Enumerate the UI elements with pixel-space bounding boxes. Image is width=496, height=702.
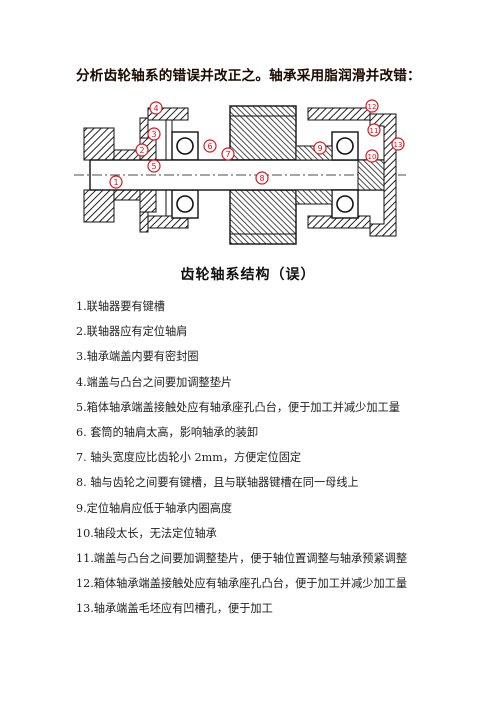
page-title: 分析齿轮轴系的错误并改正之。轴承采用脂润滑并改错： [76, 68, 421, 84]
marker-13: 13 [391, 137, 405, 151]
svg-text:8: 8 [259, 174, 264, 183]
list-item: 10.轴段太长，无法定位轴承 [76, 526, 217, 540]
marker-12: 12 [365, 99, 379, 113]
svg-text:9: 9 [317, 144, 322, 153]
svg-text:7: 7 [225, 150, 230, 159]
svg-text:11: 11 [370, 127, 379, 135]
list-item: 6. 套筒的轴肩太高，影响轴承的装卸 [76, 425, 259, 439]
marker-2: 2 [135, 143, 149, 157]
marker-5: 5 [147, 159, 161, 173]
list-item: 11.端盖与凸台之间要加调整垫片，便于轴位置调整与轴承预紧调整 [76, 551, 408, 565]
housing-right [307, 107, 371, 229]
shaft [74, 159, 406, 191]
error-list: 1.联轴器要有键槽 2.联轴器应有定位轴肩 3.轴承端盖内要有密封圈 4.端盖与… [76, 296, 407, 623]
svg-text:12: 12 [368, 103, 377, 111]
list-item: 7. 轴头宽度应比齿轮小 2mm，方便定位固定 [76, 451, 302, 465]
svg-text:2: 2 [139, 146, 144, 155]
list-item: 4.端盖与凸台之间要加调整垫片 [76, 375, 233, 389]
list-item: 1.联轴器要有键槽 [76, 300, 165, 313]
list-item: 8. 轴与齿轮之间要有键槽，且与联轴器键槽在同一母线上 [76, 476, 359, 490]
svg-text:6: 6 [207, 142, 212, 151]
list-item: 13.轴承端盖毛坯应有凹槽孔，便于加工 [76, 602, 273, 616]
marker-11: 11 [367, 123, 381, 137]
right-bearing [331, 131, 359, 219]
gear-shaft-drawing: 1 2 3 4 5 6 7 8 [70, 88, 412, 258]
list-item: 2.联轴器应有定位轴肩 [76, 325, 188, 339]
marker-6: 6 [203, 139, 217, 153]
marker-7: 7 [221, 147, 235, 161]
svg-text:5: 5 [151, 162, 156, 171]
list-item: 5.箱体轴承端盖接触处应有轴承座孔凸台，便于加工并减少加工量 [76, 400, 400, 414]
marker-4: 4 [149, 101, 163, 115]
right-end-cap [357, 113, 397, 237]
marker-10: 10 [365, 149, 379, 163]
marker-9: 9 [313, 141, 327, 155]
svg-text:1: 1 [113, 178, 118, 187]
marker-1: 1 [109, 175, 123, 189]
left-bearing [171, 131, 199, 219]
svg-text:10: 10 [368, 153, 377, 161]
list-item: 3.轴承端盖内要有密封圈 [76, 350, 199, 364]
list-item: 9.定位轴肩应低于轴承内圈高度 [76, 501, 233, 515]
svg-text:3: 3 [151, 130, 156, 139]
marker-3: 3 [147, 127, 161, 141]
figure-caption: 齿轮轴系结构（误） [180, 267, 316, 283]
coupling [83, 127, 141, 223]
svg-text:4: 4 [153, 104, 158, 113]
svg-text:13: 13 [394, 141, 403, 149]
gear [229, 105, 297, 245]
list-item: 12.箱体轴承端盖接触处应有轴承座孔凸台，便于加工并减少加工量 [76, 577, 408, 591]
marker-8: 8 [255, 171, 269, 185]
